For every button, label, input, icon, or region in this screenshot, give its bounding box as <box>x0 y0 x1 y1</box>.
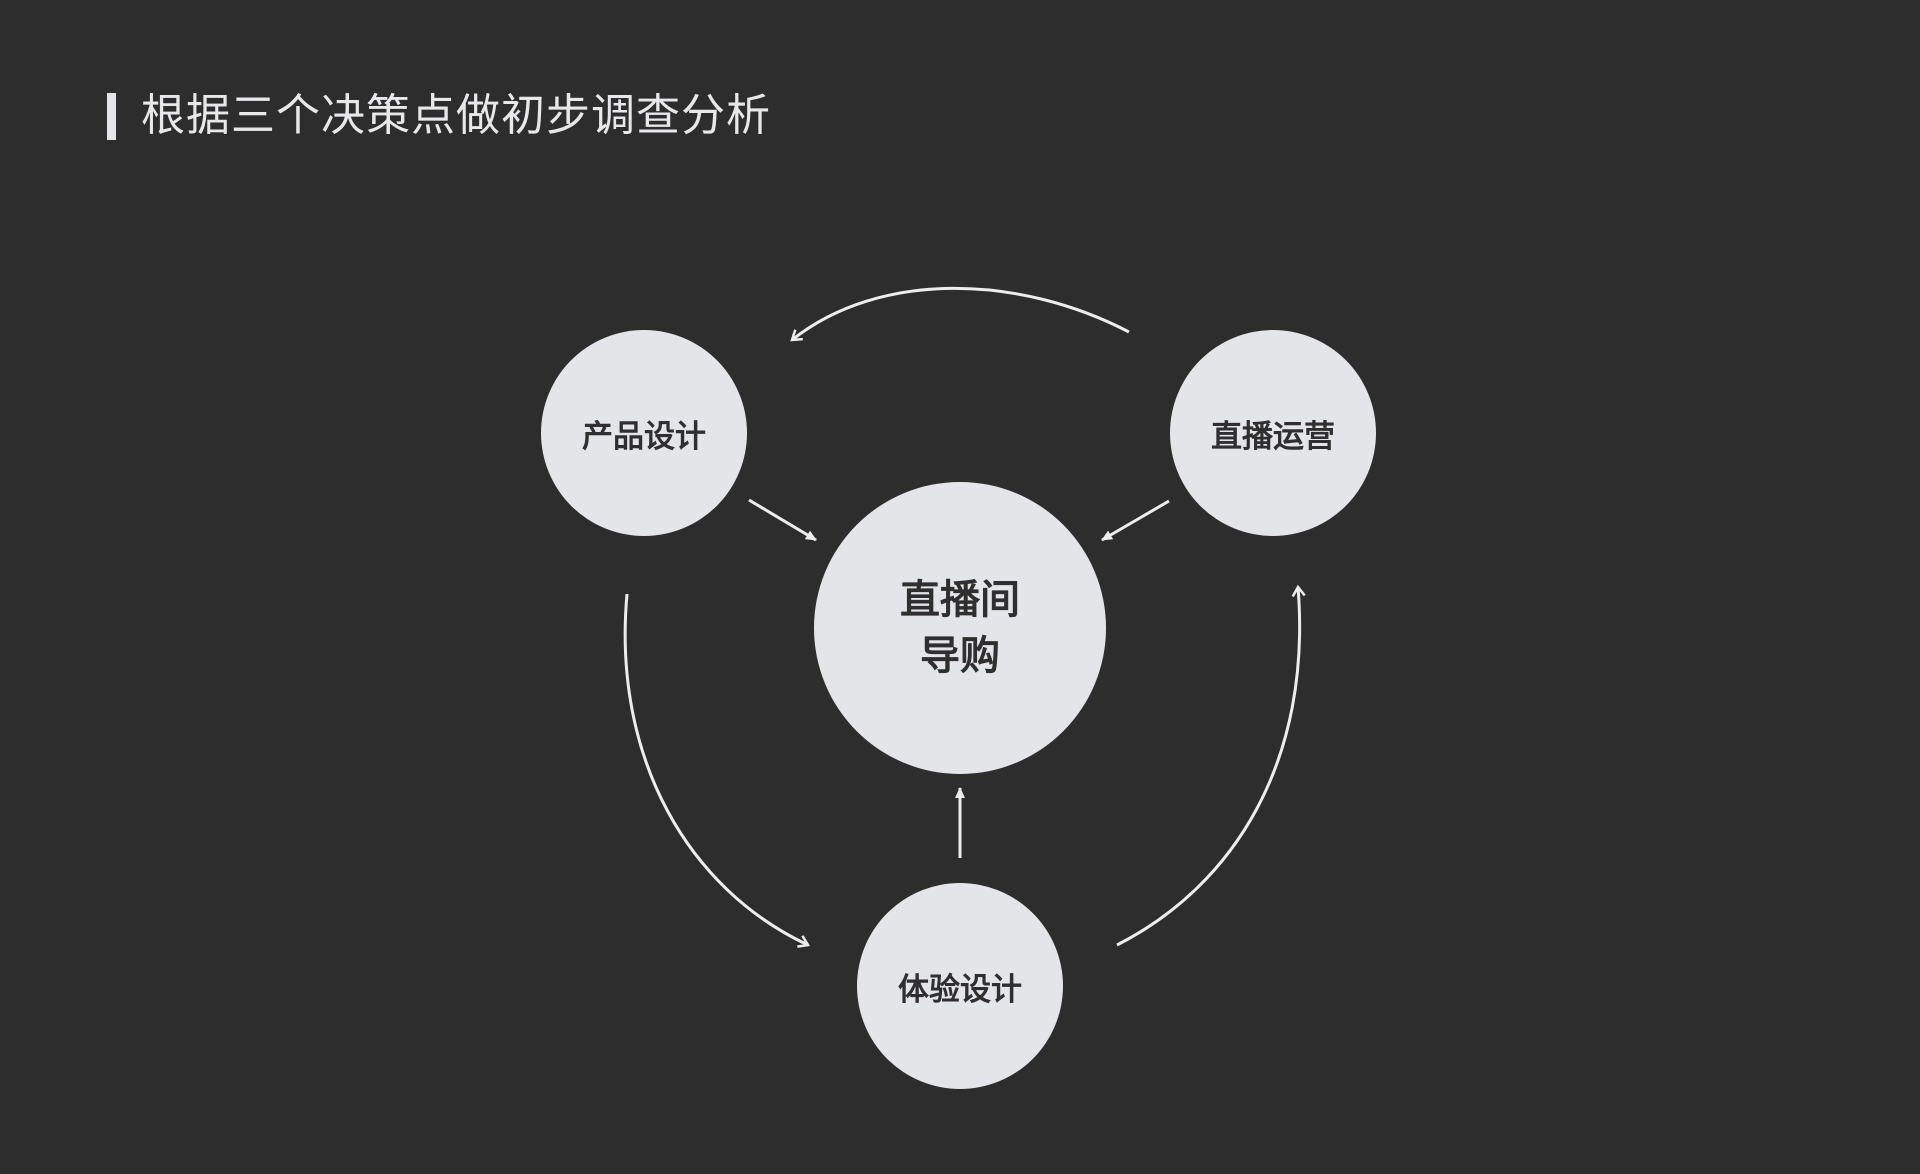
node-label: 直播运营 <box>1211 418 1335 455</box>
node-label: 体验设计 <box>898 971 1022 1008</box>
page-title: 根据三个决策点做初步调查分析 <box>141 90 771 141</box>
arrow-product-to-center <box>748 498 817 542</box>
arrow-operation-to-center <box>1101 499 1170 542</box>
node-experience-design: 体验设计 <box>857 883 1063 1089</box>
node-live-operation: 直播运营 <box>1170 330 1376 536</box>
title-accent-bar <box>107 93 116 140</box>
cycle-arrow-right <box>1116 587 1300 947</box>
cycle-arrow-left <box>623 593 808 945</box>
node-live-room-shopping: 直播间 导购 <box>814 482 1106 774</box>
node-label-line1: 直播间 <box>900 577 1020 623</box>
node-product-design: 产品设计 <box>541 330 747 536</box>
node-label-line2: 导购 <box>920 633 1000 679</box>
node-label: 产品设计 <box>582 418 706 455</box>
cycle-arrow-top <box>792 286 1130 340</box>
